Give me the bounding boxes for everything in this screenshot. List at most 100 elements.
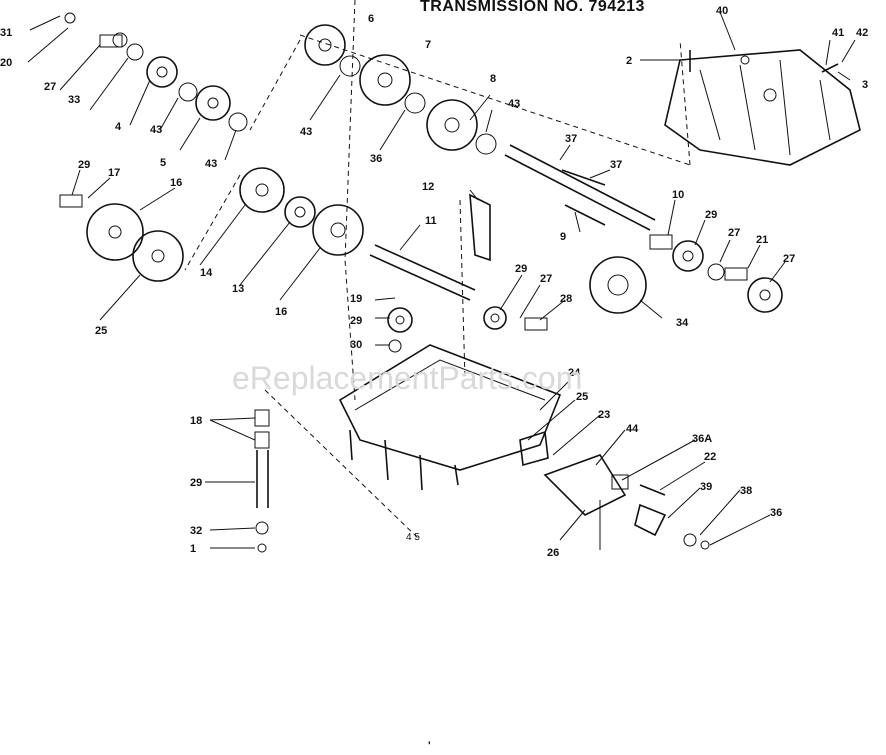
callout-4: 4	[115, 121, 122, 133]
diagram-title: TRANSMISSION NO. 794213	[420, 0, 645, 15]
gear-11	[483, 306, 507, 330]
callout-17: 16	[170, 177, 182, 189]
callout-36: 2	[626, 55, 632, 67]
callout-41: 42	[856, 27, 868, 39]
callout-34: 19	[350, 293, 362, 305]
callout-9: 10	[672, 189, 684, 201]
gear-17	[86, 203, 144, 261]
lever-22	[634, 503, 667, 537]
callout-14: 13	[232, 283, 244, 295]
callout-22: 39	[700, 481, 712, 493]
callout-29b: 17	[108, 167, 120, 179]
screw-36a	[639, 484, 666, 496]
callout-29d: 30	[350, 339, 362, 351]
callout-32: 1	[190, 543, 196, 555]
gear-14	[284, 196, 316, 228]
gear-7	[359, 54, 411, 106]
guide-line	[249, 39, 301, 131]
transmission-case	[338, 344, 562, 491]
sprocket-28	[589, 256, 647, 314]
callout-13: 16	[275, 306, 287, 318]
plate-24	[519, 430, 549, 467]
callout-12: 11	[425, 215, 437, 227]
callout-28: 34	[676, 317, 689, 329]
callout-8: 8	[490, 73, 496, 85]
callout-labels: 31 20 27 33 4 43 5 6 43 7 43 8 43 36 2 4…	[0, 5, 868, 559]
callout-24: 25	[576, 391, 588, 403]
shaft-3	[504, 144, 656, 231]
watermark: eReplacementParts.com	[232, 360, 583, 396]
gear-19	[387, 307, 413, 333]
callout-1: 24	[568, 367, 581, 379]
screw-40-42	[821, 63, 839, 73]
shaft-18	[256, 450, 269, 508]
callout-29e: 32	[190, 525, 202, 537]
page-mark: '	[428, 740, 431, 750]
leader-lines	[27, 11, 856, 550]
callout-19: 29	[350, 315, 362, 327]
callout-36a: 22	[704, 451, 716, 463]
callout-36b: 26	[547, 547, 559, 559]
guide-line	[344, 0, 356, 401]
bracket-23	[543, 454, 627, 516]
guide-line	[459, 199, 466, 381]
gear-4	[146, 56, 178, 88]
gear-6	[195, 85, 231, 121]
callout-5: 5	[160, 157, 166, 169]
callout-30: 18	[190, 415, 202, 427]
guide-line	[264, 389, 421, 541]
callout-43c: 43	[300, 126, 312, 138]
callout-7: 7	[425, 39, 431, 51]
washers	[64, 12, 725, 553]
callout-37b: 9	[560, 231, 566, 243]
callout-11: 29	[515, 263, 527, 275]
callout-37: 37	[610, 159, 622, 171]
callout-27: 27	[44, 81, 56, 93]
guide-line	[184, 174, 241, 271]
callout-42: 3	[862, 79, 868, 91]
callout-43d: 43	[508, 98, 520, 110]
callout-20: 20	[0, 57, 12, 69]
gear-16a	[132, 230, 184, 282]
figure-number: 4 5	[406, 532, 420, 543]
callout-29c: 27	[540, 273, 552, 285]
callout-16b: 25	[95, 325, 107, 337]
callout-23: 44	[626, 423, 639, 435]
callout-43e: 36	[370, 153, 382, 165]
callout-3: 37	[565, 133, 577, 145]
key-37a	[561, 169, 606, 186]
callout-27d: 28	[560, 293, 572, 305]
callout-6: 6	[368, 13, 374, 25]
hub-21	[747, 277, 783, 313]
gear-16b	[239, 167, 285, 213]
callout-10: 29	[705, 209, 717, 221]
gear-8	[426, 99, 478, 151]
shift-fork-25	[469, 193, 491, 262]
callout-33: 33	[68, 94, 80, 106]
callout-39: 38	[740, 485, 752, 497]
callout-27b: 21	[756, 234, 768, 246]
callout-21: 27	[783, 253, 795, 265]
callout-25b: 23	[598, 409, 610, 421]
gear-13	[312, 204, 364, 256]
gear-10	[672, 240, 704, 272]
key-37b	[564, 204, 606, 226]
bushings	[59, 34, 748, 490]
callout-31: 31	[0, 27, 12, 39]
shaft-12	[369, 244, 476, 301]
callout-16: 14	[200, 267, 213, 279]
guide-line	[299, 34, 691, 166]
guide-line	[679, 39, 691, 166]
callout-44: 36A	[692, 433, 712, 445]
callout-38: 36	[770, 507, 782, 519]
callout-29: 27	[728, 227, 740, 239]
callout-43b: 43	[205, 158, 217, 170]
callout-25: 12	[422, 181, 434, 193]
gear-5	[304, 24, 346, 66]
housing-cover	[664, 49, 861, 166]
callout-2: 40	[716, 5, 728, 17]
callout-18: 29	[190, 477, 202, 489]
callout-27c: 29	[78, 159, 90, 171]
